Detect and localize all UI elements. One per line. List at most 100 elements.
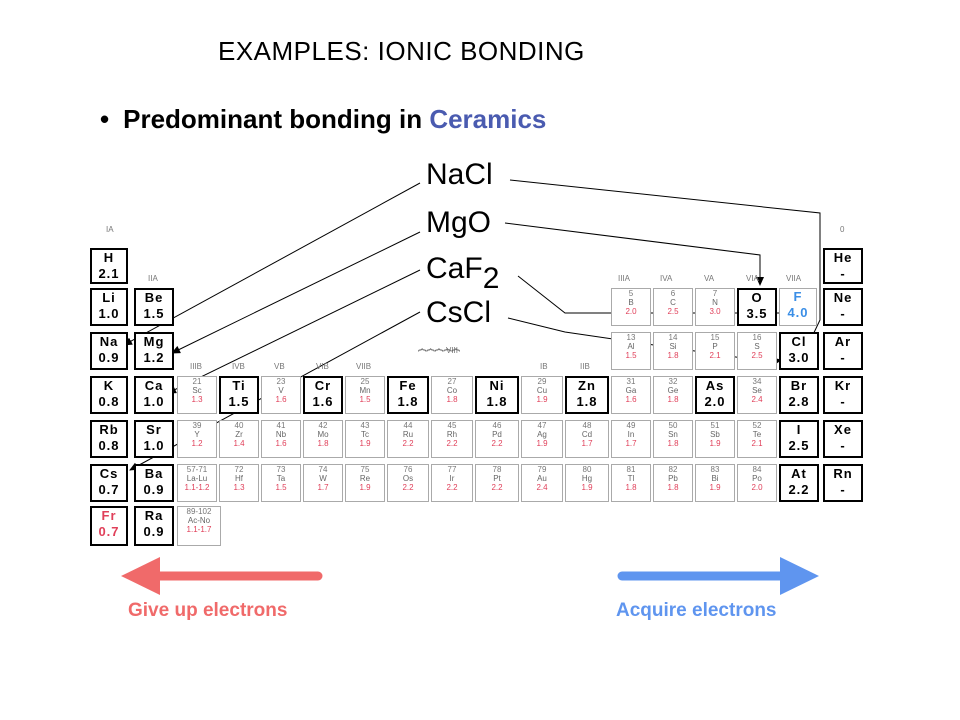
group-label-iva: IVA (660, 274, 673, 283)
element-co-symbol: Co (446, 386, 458, 395)
element-zr-en: 1.4 (233, 439, 245, 448)
element-rh-symbol: Rh (446, 430, 458, 439)
element-cu-en: 1.9 (536, 395, 548, 404)
group-label-iib: IIB (580, 362, 590, 371)
element-hf-symbol: Hf (235, 474, 243, 483)
element-be-en: 1.5 (143, 306, 165, 321)
compound-nacl: NaCl (422, 158, 497, 192)
element-he-symbol: He (833, 250, 853, 265)
element-ru-symbol: Ru (402, 430, 414, 439)
caf2-to-ca-arrow (167, 269, 421, 394)
element-ag-number: 47 (537, 421, 547, 430)
element-cl-symbol: Cl (791, 334, 807, 349)
give-up-electrons-caption: Give up electrons (128, 600, 288, 621)
element-n-number: 7 (712, 289, 718, 298)
element-ca-en: 1.0 (143, 394, 165, 409)
element-hg-en: 1.9 (581, 483, 593, 492)
element-br-en: 2.8 (788, 394, 810, 409)
element-s-number: 16 (752, 333, 762, 342)
element-ge-en: 1.8 (667, 395, 679, 404)
element-al-number: 13 (626, 333, 636, 342)
element-b-number: 5 (628, 289, 634, 298)
element-mo-number: 42 (318, 421, 328, 430)
element-te-en: 2.1 (751, 439, 763, 448)
element-zn-en: 1.8 (576, 394, 598, 409)
element-bi-en: 1.9 (709, 483, 721, 492)
element-c-en: 2.5 (667, 307, 679, 316)
element-n-symbol: N (712, 298, 718, 307)
element-pd-number: 46 (492, 421, 502, 430)
element-bi-symbol: Bi (711, 474, 719, 483)
element-se-symbol: Se (752, 386, 762, 395)
element-w-en: 1.7 (317, 483, 329, 492)
element-li-en: 1.0 (98, 306, 120, 321)
element-cell-he: He- (823, 248, 863, 284)
element-bi-number: 83 (710, 465, 720, 474)
group-label-ib: IB (540, 362, 548, 371)
element-fe-symbol: Fe (399, 378, 417, 393)
element-os-symbol: Os (402, 474, 414, 483)
group-label-iiia: IIIA (618, 274, 631, 283)
element-ar-en: - (840, 350, 846, 365)
element-sb-symbol: Sb (710, 430, 720, 439)
element-v-symbol: V (278, 386, 284, 395)
element-sb-en: 1.9 (709, 439, 721, 448)
element-ga-symbol: Ga (625, 386, 637, 395)
element-mn-number: 25 (360, 377, 370, 386)
element-la-en: 1.1-1.2 (184, 483, 210, 492)
element-at-symbol: At (791, 466, 807, 481)
element-mn-symbol: Mn (359, 386, 371, 395)
element-ta-symbol: Ta (276, 474, 286, 483)
element-rb-symbol: Rb (99, 422, 119, 437)
group-label-viii: VIII (446, 346, 459, 355)
element-rb-en: 0.8 (98, 438, 120, 453)
element-po-symbol: Po (752, 474, 762, 483)
element-v-en: 1.6 (275, 395, 287, 404)
element-te-number: 52 (752, 421, 762, 430)
element-au-en: 2.4 (536, 483, 548, 492)
element-cr-symbol: Cr (314, 378, 332, 393)
element-si-symbol: Si (669, 342, 677, 351)
group-label-zero: 0 (840, 225, 845, 234)
element-p-symbol: P (712, 342, 718, 351)
element-rh-number: 45 (447, 421, 457, 430)
element-po-number: 84 (752, 465, 762, 474)
element-xe-symbol: Xe (834, 422, 852, 437)
bullet-marker: • (100, 104, 110, 134)
element-as-en: 2.0 (704, 394, 726, 409)
element-sc-en: 1.3 (191, 395, 203, 404)
element-k-symbol: K (103, 378, 115, 393)
element-nb-symbol: Nb (275, 430, 287, 439)
element-f-en: 4.0 (787, 305, 809, 320)
bullet-line: •Predominant bonding in Ceramics (100, 104, 546, 135)
element-rh-en: 2.2 (446, 439, 458, 448)
group-label-ivb: IVB (232, 362, 245, 371)
element-fr-en: 0.7 (98, 524, 120, 539)
